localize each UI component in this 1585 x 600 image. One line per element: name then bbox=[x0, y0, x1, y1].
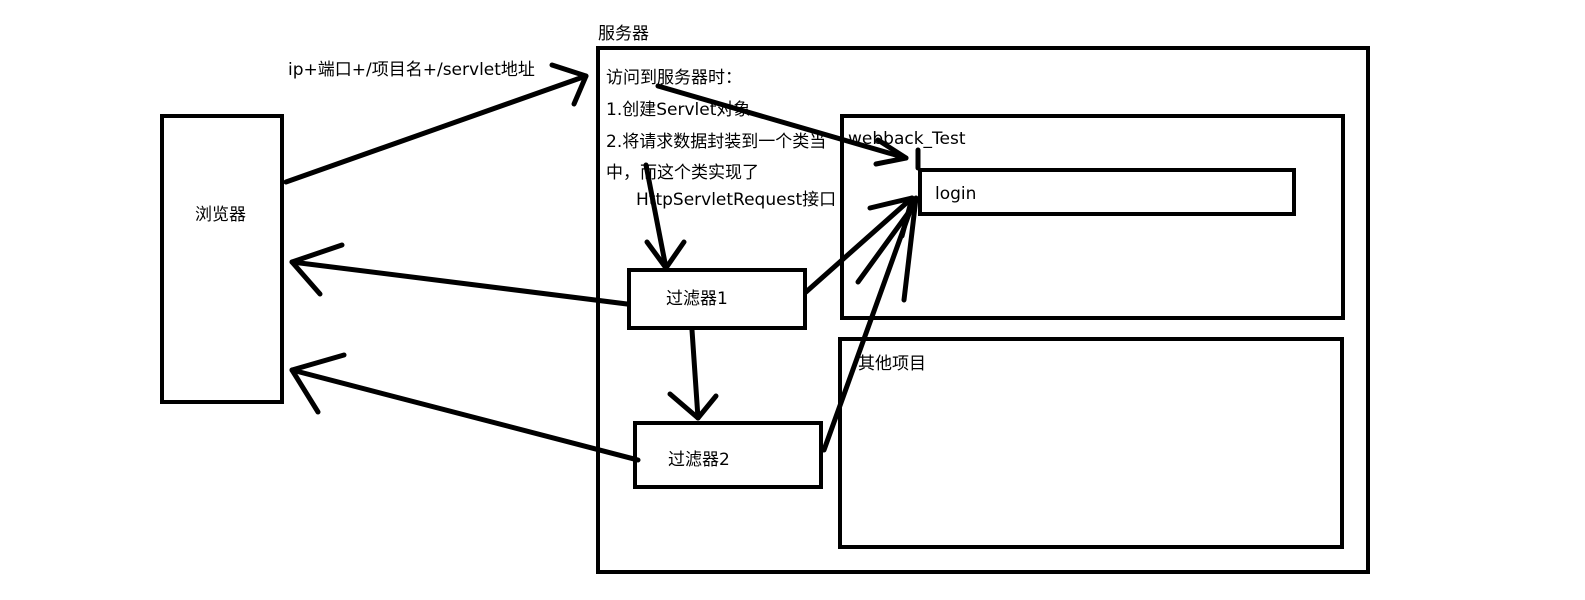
server-note-1: 访问到服务器时： bbox=[606, 68, 742, 88]
filter-1-label: 过滤器1 bbox=[666, 289, 728, 309]
server-title: 服务器 bbox=[598, 24, 649, 44]
arrowhead-filter2 bbox=[667, 391, 719, 421]
server-note-5: HttpServletRequest接口 bbox=[636, 190, 837, 210]
filter-1-box bbox=[627, 268, 807, 330]
login-servlet-label: login bbox=[935, 184, 977, 204]
arrow-filter1-to-login-stroke bbox=[855, 202, 917, 285]
filter-2-box bbox=[633, 421, 823, 489]
arrowhead-browser-1 bbox=[289, 242, 345, 297]
arrow-filter2-to-login bbox=[821, 197, 917, 453]
arrowhead-browser-2 bbox=[289, 352, 347, 415]
project-name: webback_Test bbox=[848, 129, 966, 149]
server-box bbox=[596, 46, 1370, 574]
arrowhead-project bbox=[873, 137, 909, 167]
arrow-notes-to-filter1 bbox=[643, 162, 669, 271]
project-box bbox=[840, 114, 1345, 320]
arrow-notes-to-project bbox=[655, 83, 909, 161]
arrow-login-vertical-stroke bbox=[901, 195, 919, 303]
server-note-3: 2.将请求数据封装到一个类当 bbox=[606, 132, 827, 152]
arrow-filter1-to-browser bbox=[289, 259, 630, 307]
other-project-label: 其他项目 bbox=[858, 354, 926, 374]
arrow-filter1-to-filter2 bbox=[689, 327, 701, 421]
other-project-box bbox=[838, 337, 1344, 549]
arrowhead-request bbox=[549, 62, 589, 107]
arrow-filter1-to-login bbox=[803, 195, 915, 295]
arrowhead-filter1 bbox=[644, 239, 687, 271]
server-note-2: 1.创建Servlet对象 bbox=[606, 100, 751, 120]
arrow-filter2-to-browser bbox=[289, 367, 641, 463]
filter-2-label: 过滤器2 bbox=[668, 450, 730, 470]
login-servlet-box bbox=[918, 168, 1296, 216]
browser-label: 浏览器 bbox=[195, 205, 246, 225]
arrow-request-to-server bbox=[283, 73, 589, 185]
request-url-label: ip+端口+/项目名+/servlet地址 bbox=[288, 60, 535, 80]
browser-box bbox=[160, 114, 284, 404]
